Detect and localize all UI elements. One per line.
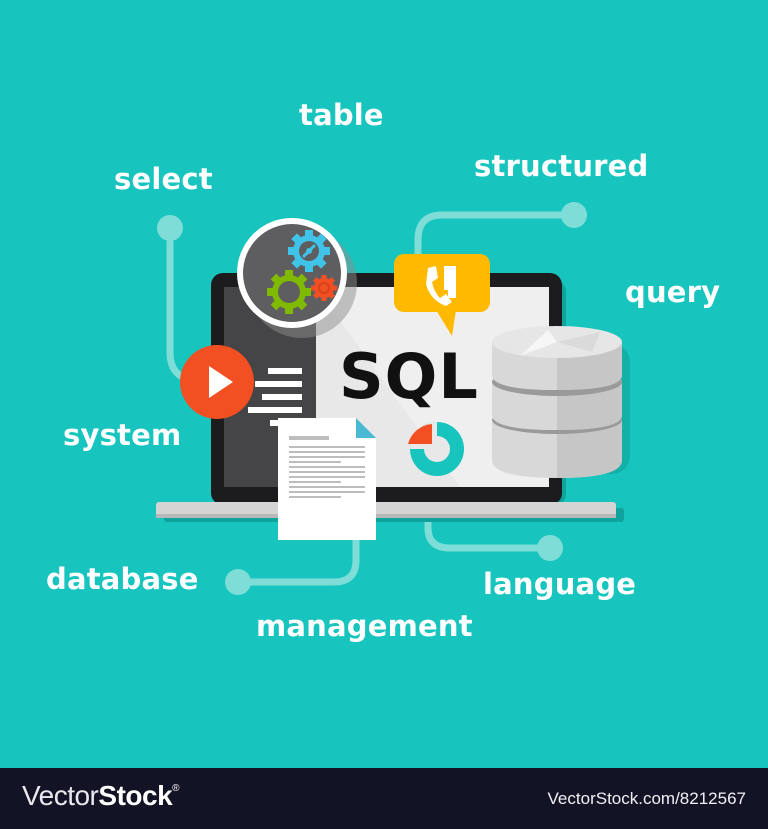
keyword-system: system: [63, 418, 182, 452]
registered-mark: ®: [172, 783, 180, 794]
keyword-table: table: [299, 98, 384, 132]
keyword-query: query: [625, 275, 721, 309]
footer-bar: VectorStock® VectorStock.com/8212567: [0, 768, 768, 829]
database-cylinder-icon: [492, 326, 630, 478]
play-icon: [180, 345, 254, 419]
pie-chart-icon: [408, 422, 464, 476]
brand-logo: VectorStock®: [22, 780, 180, 811]
brand-bold: Stock: [98, 780, 173, 811]
brand-light: Vector: [22, 780, 99, 811]
keyword-management: management: [256, 609, 473, 643]
brand-url: VectorStock.com/8212567: [547, 789, 746, 808]
keyword-structured: structured: [474, 149, 649, 183]
illustration: SQL table select structured query system…: [0, 0, 768, 768]
gears-icon: [237, 218, 357, 338]
keyword-select: select: [114, 162, 213, 196]
connector-dots: [157, 202, 587, 595]
document-icon: [278, 418, 376, 540]
keyword-language: language: [483, 567, 637, 601]
phone-speech-bubble-icon: [394, 254, 490, 336]
screen-title: SQL: [339, 340, 479, 413]
keyword-database: database: [46, 562, 199, 596]
illustration-art: [156, 202, 630, 595]
